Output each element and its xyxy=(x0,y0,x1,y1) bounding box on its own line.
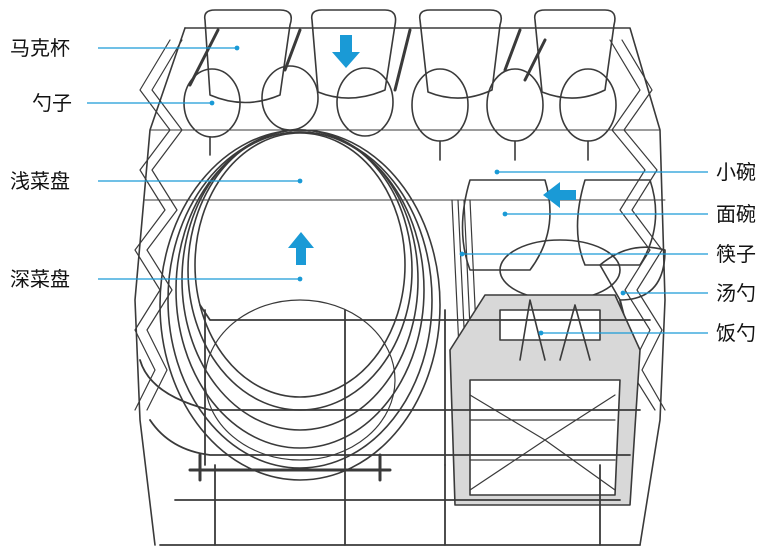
label-small-bowl: 小碗 xyxy=(716,160,756,184)
plates xyxy=(159,129,441,481)
label-rice-ladle: 饭勺 xyxy=(716,321,756,345)
label-deep-plate: 深菜盘 xyxy=(10,267,70,291)
cutlery-basket xyxy=(449,294,641,506)
label-noodle-bowl: 面碗 xyxy=(716,202,756,226)
label-soup-ladle: 汤勺 xyxy=(716,281,756,305)
down-arrow-icon xyxy=(332,35,360,68)
label-spoon: 勺子 xyxy=(32,91,72,115)
label-cup: 马克杯 xyxy=(10,36,70,60)
spoons xyxy=(183,65,617,161)
label-shallow-plate: 浅菜盘 xyxy=(10,169,70,193)
mugs xyxy=(188,9,616,104)
chopsticks xyxy=(451,199,479,371)
left-arrow-icon xyxy=(543,182,576,208)
up-arrow-icon xyxy=(288,232,314,265)
label-chopsticks: 筷子 xyxy=(716,242,756,266)
rack-side-wires xyxy=(134,39,666,411)
rack-front-wires xyxy=(139,304,651,546)
rack-back-frame xyxy=(134,27,666,546)
